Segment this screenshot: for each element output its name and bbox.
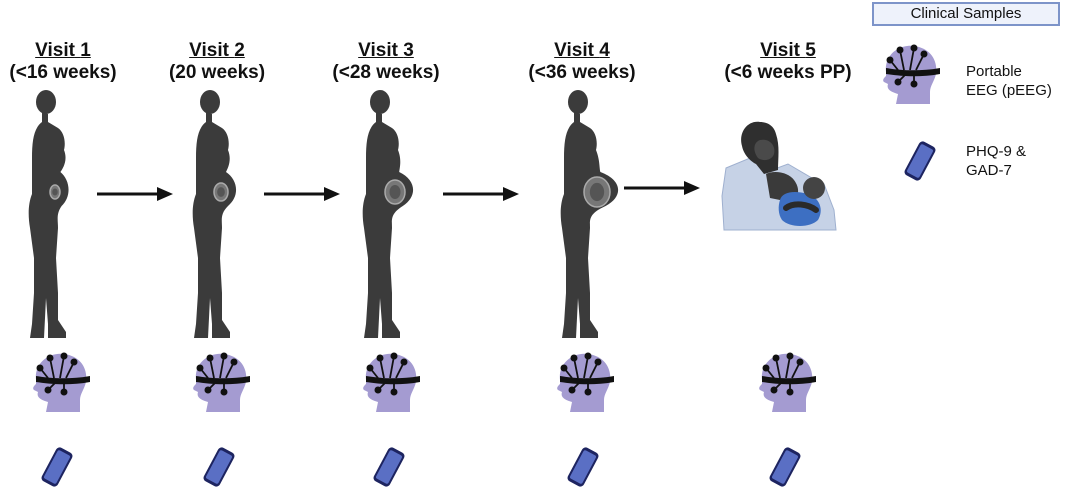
visit-3-header: Visit 3 (<28 weeks): [311, 40, 461, 84]
phone-icon: [372, 446, 406, 488]
arrow-visit-3-to-4: [443, 187, 519, 201]
visit-2-timing: (20 weeks): [168, 62, 266, 83]
mother-nursing-baby: [720, 114, 840, 232]
visit-2-title: Visit 2: [189, 40, 245, 61]
visit-4-title: Visit 4: [554, 40, 610, 61]
pregnant-woman-visit-3: [356, 88, 426, 344]
phone-icon: [566, 446, 600, 488]
legend-eeg-label: Portable EEG (pEEG): [966, 63, 1052, 99]
arrow-visit-1-to-2: [97, 187, 173, 201]
visit-1-title: Visit 1: [35, 40, 91, 61]
phone-icon: [40, 446, 74, 488]
visit-2-header: Visit 2 (20 weeks): [142, 40, 292, 84]
visit-3-title: Visit 3: [358, 40, 414, 61]
visit-1-timing: (<16 weeks): [9, 62, 117, 83]
visit-5-header: Visit 5 (<6 weeks PP): [703, 40, 873, 84]
eeg-head-icon: [754, 350, 818, 414]
visit-4-header: Visit 4 (<36 weeks): [507, 40, 657, 84]
visit-5-timing: (<6 weeks PP): [724, 62, 852, 83]
legend-title: Clinical Samples: [872, 2, 1060, 26]
legend-phone-label: PHQ-9 & GAD-7: [966, 143, 1027, 179]
pregnant-woman-visit-1: [22, 88, 92, 344]
eeg-head-icon: [188, 350, 252, 414]
arrow-visit-4-to-5: [624, 181, 700, 195]
eeg-head-icon: [28, 350, 92, 414]
visit-3-timing: (<28 weeks): [332, 62, 440, 83]
pregnant-woman-visit-4: [554, 88, 624, 344]
eeg-head-icon: [878, 42, 942, 106]
eeg-head-icon: [358, 350, 422, 414]
phone-icon: [768, 446, 802, 488]
phone-icon: [903, 140, 937, 182]
visit-5-title: Visit 5: [760, 40, 816, 61]
visit-4-timing: (<36 weeks): [528, 62, 636, 83]
pregnant-woman-visit-2: [186, 88, 256, 344]
eeg-head-icon: [552, 350, 616, 414]
phone-icon: [202, 446, 236, 488]
arrow-visit-2-to-3: [264, 187, 340, 201]
visit-1-header: Visit 1 (<16 weeks): [0, 40, 138, 84]
